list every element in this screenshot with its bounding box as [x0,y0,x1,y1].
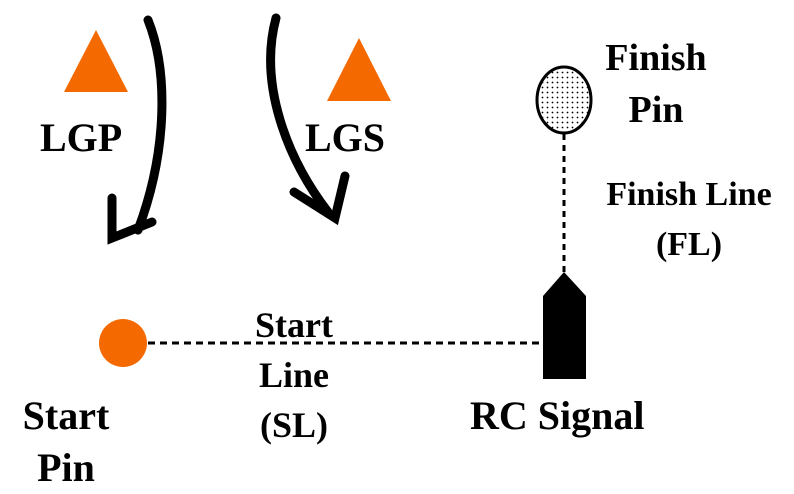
finish-line-label-line-2: (FL) [655,226,723,263]
start-pin-label-line-2: Pin [37,445,95,490]
lgp-arrowhead [107,193,157,245]
start-line-label: Start Line (SL) [238,300,350,450]
start-line-label-line-1: Start [255,305,333,345]
lgp-label: LGP [40,115,123,160]
start-line-label-line-2: Line [258,355,329,395]
course-graphics [64,13,593,379]
finish-line-label: Finish Line (FL) [584,170,794,270]
lgs-triangle-mark [327,38,391,101]
finish-line-label-line-1: Finish Line [606,176,772,213]
start-pin-label-line-1: Start [22,393,110,438]
finish-pin-mark [535,65,593,135]
lgp-rounding-arrow [133,15,167,235]
finish-pin-label: Finish Pin [594,32,718,136]
rc-signal-boat [543,272,586,379]
start-pin-label: Start Pin [0,390,132,494]
finish-pin-label-line-2: Pin [628,89,684,131]
start-pin-mark [99,319,147,367]
start-line-label-line-3: (SL) [259,405,328,445]
lgs-rounding-arrow [266,13,333,217]
sailing-course-diagram: LGP LGS Finish Pin Finish Line (FL) Star… [23,13,794,490]
finish-pin-label-line-1: Finish [605,37,707,79]
rc-signal-label: RC Signal [470,393,645,438]
lgp-triangle-mark [64,30,128,92]
lgs-arrowhead [289,171,350,226]
lgs-label: LGS [305,115,386,160]
